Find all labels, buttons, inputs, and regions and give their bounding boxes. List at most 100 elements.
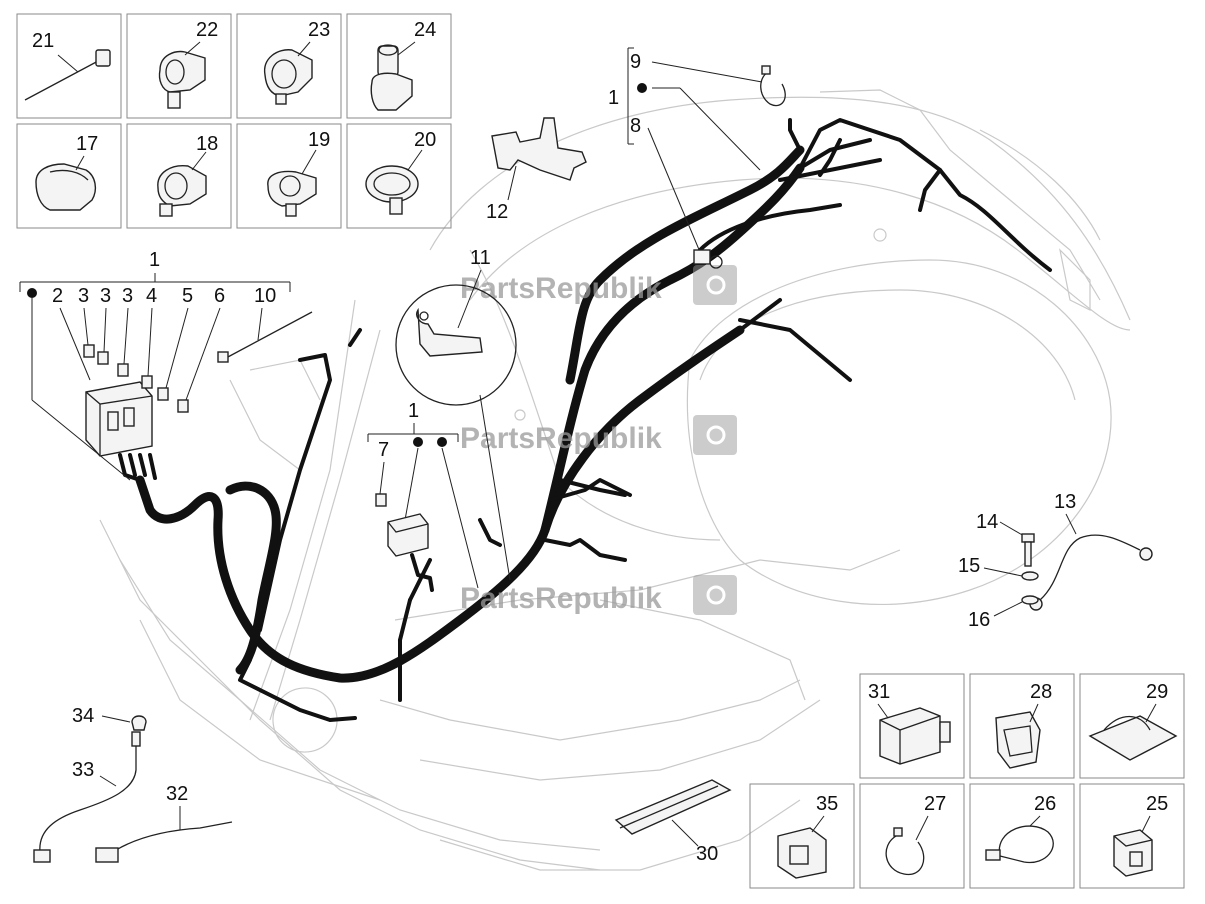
callout-32: 32	[166, 783, 188, 805]
part-label-23: 23	[308, 19, 330, 41]
cable-tie-small-icon	[217, 311, 313, 363]
hose-clamp-top-icon	[760, 65, 786, 107]
item-label-3a: 3	[78, 285, 89, 307]
part-label-17: 17	[76, 133, 98, 155]
connector-lead-icon	[115, 821, 233, 851]
callout-13: 13	[1054, 491, 1076, 513]
washer-icon	[1021, 571, 1039, 581]
item-label-2: 2	[52, 285, 63, 307]
part-label-28: 28	[1030, 681, 1052, 703]
hose-clamp-icon	[885, 815, 929, 876]
watermark-3: PartsRepublik	[460, 582, 662, 615]
item-label-7: 7	[378, 439, 389, 461]
part-label-31: 31	[868, 681, 890, 703]
lock-washer-icon	[1021, 595, 1039, 605]
callout-12: 12	[486, 201, 508, 223]
item-label-3b: 3	[100, 285, 111, 307]
part-label-19: 19	[308, 129, 330, 151]
part-label-20: 20	[414, 129, 436, 151]
watermark-1: PartsRepublik	[460, 272, 662, 305]
bolt-icon	[1021, 533, 1035, 567]
callout-30: 30	[696, 843, 718, 865]
group-top-lower: 8	[630, 115, 641, 137]
fuse-icon-6	[177, 399, 189, 413]
part-label-22: 22	[196, 19, 218, 41]
part-label-25: 25	[1146, 793, 1168, 815]
sensor-cap-icon	[131, 715, 147, 731]
flat-clip-icon	[1088, 703, 1178, 761]
part-label-27: 27	[924, 793, 946, 815]
scooter-body-outline	[99, 89, 1131, 871]
watermark-gear-icon-1	[706, 275, 726, 295]
cable-tie-icon	[24, 49, 111, 101]
fuse-holder-icon	[387, 513, 434, 592]
watermark-2: PartsRepublik	[460, 422, 662, 455]
part-label-26: 26	[1034, 793, 1056, 815]
item-label-5: 5	[182, 285, 193, 307]
clamp-clip-icon	[267, 149, 317, 217]
bracket-icon	[491, 117, 587, 181]
ring-clip-icon	[157, 151, 207, 217]
ground-cable-icon	[1039, 534, 1141, 601]
part-label-18: 18	[196, 133, 218, 155]
boxed-parts-top-left: 21 22 23 24 17 18 19 20	[16, 13, 452, 229]
callout-14: 14	[976, 511, 998, 533]
sensor-cable-icon	[39, 740, 137, 853]
cable-clip-icon	[158, 41, 206, 109]
mounting-bracket: 12	[486, 117, 587, 223]
sensor-plug-icon	[33, 849, 51, 863]
watermark-badge-2	[693, 415, 737, 455]
part-label-35: 35	[816, 793, 838, 815]
fuse-icon-4	[141, 375, 153, 389]
fuse-icon-5	[157, 387, 169, 401]
connector-icon	[877, 703, 951, 765]
fuse-box-icon	[85, 381, 153, 457]
item-label-4: 4	[146, 285, 157, 307]
group-fuse-label: 1	[408, 400, 419, 422]
ground-cable-assembly: 13 14 15 16	[958, 491, 1153, 631]
watermark-gear-icon-2	[706, 425, 726, 445]
rubber-cap-icon	[35, 155, 97, 211]
cable-clamp-icon	[264, 41, 313, 105]
fuse-icon-3	[117, 363, 129, 377]
fuse-holder-group: 1 7	[367, 400, 479, 592]
main-harness	[118, 118, 1052, 722]
top-group: 9 1 8	[608, 47, 786, 269]
loop-strap-icon	[985, 815, 1054, 864]
group-main-label: 1	[149, 249, 160, 271]
watermark-badge-3	[693, 575, 737, 615]
group-top-upper: 9	[630, 51, 641, 73]
item-label-6: 6	[214, 285, 225, 307]
harness-clip-icon	[693, 249, 723, 269]
protective-strip: 30	[614, 779, 732, 865]
boxed-parts-bottom-right: 31 28 29 35 27 26 25	[749, 673, 1185, 889]
bracket-detail: 11	[395, 247, 517, 581]
fir-tree-clip-icon	[995, 703, 1041, 769]
callout-33: 33	[72, 759, 94, 781]
fuse-icon-7	[375, 493, 387, 507]
part-label-21: 21	[32, 30, 54, 52]
item-label-10: 10	[254, 285, 276, 307]
watermark-group: PartsRepublik PartsRepublik PartsRepubli…	[460, 265, 737, 615]
tab-bracket-icon	[416, 307, 483, 357]
watermark-gear-icon-3	[706, 585, 726, 605]
group-fuse-dot-2	[437, 437, 447, 447]
fuse-icon-2	[97, 351, 109, 365]
lead-plug-icon	[95, 847, 119, 863]
group-top-dot	[637, 83, 647, 93]
callout-16: 16	[968, 609, 990, 631]
callout-11: 11	[470, 247, 491, 269]
main-parts-group: 1 2 3 3 3 4 5 6 10	[19, 249, 313, 481]
relay-icon	[1113, 815, 1153, 877]
sensor-assembly: 34 33 32	[33, 705, 233, 863]
watermark-badge-1	[693, 265, 737, 305]
group-main-dot	[27, 288, 37, 298]
connector-clip-icon	[777, 815, 827, 879]
band-clamp-icon	[365, 149, 423, 215]
group-fuse-dot-1	[413, 437, 423, 447]
callout-15: 15	[958, 555, 980, 577]
fuse-icon-1	[83, 344, 95, 358]
part-label-29: 29	[1146, 681, 1168, 703]
group-top-label: 1	[608, 87, 619, 109]
